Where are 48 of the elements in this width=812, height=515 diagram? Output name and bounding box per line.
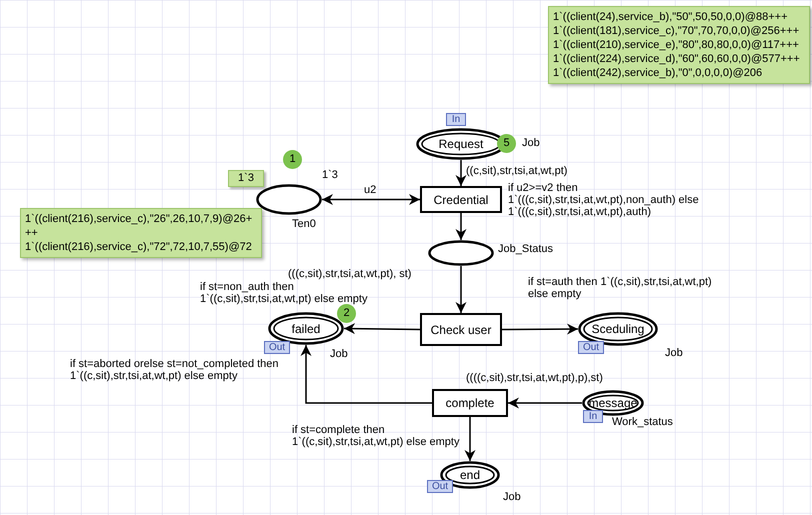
marking-box: [20, 208, 262, 258]
place-annotation: Ten0: [292, 219, 316, 230]
port-tag: In: [583, 410, 603, 423]
arc-arrow: [344, 323, 420, 334]
place-name: failed: [292, 322, 320, 334]
arc-arrow: [502, 324, 578, 335]
place-annotation: Job: [522, 138, 540, 149]
port-tag: In: [446, 113, 466, 126]
arc-arrow: [300, 345, 432, 404]
transition-box: Credential: [420, 186, 502, 213]
arc-inscription: (((c,sit),str,tsi,at,wt,pt), st): [288, 268, 412, 280]
arc-inscription: if u2>=v2 then 1`(((c,sit),str,tsi,at,wt,pt),non_auth) else 1`(((c,sit),str,tsi,at,wt,pt),auth): [508, 182, 700, 218]
arc-arrow: [456, 213, 466, 240]
arc-inscription: ((c,sit),str,tsi,at,wt,pt): [466, 165, 568, 177]
arc-inscription: u2: [364, 184, 378, 196]
marking-text: 1`((client(181),service_c),"70",70,70,0,0)@256+++: [553, 24, 800, 38]
place-annotation: Job: [503, 492, 521, 503]
arc-inscription: if st=non_auth then 1`((c,sit),str,tsi,at,wt,pt) else empty: [200, 281, 368, 305]
port-tag: Out: [578, 341, 604, 354]
arc-arrow: [464, 417, 476, 461]
marking-text: 1`((client(242),service_b),"0",0,0,0,0)@206: [553, 66, 764, 80]
arc-arrow: [508, 398, 582, 408]
transition-box: complete: [432, 389, 508, 417]
arc-inscription: ((((c,sit),str,tsi,at,wt,pt),p),st): [466, 372, 604, 384]
place-annotation: Job_Status: [498, 244, 554, 255]
port-tag: Out: [427, 480, 453, 493]
place-annotation: Job: [330, 349, 348, 360]
marking-text: 1`((client(216),service_c),"26",26,10,7,9)@26+++: [25, 212, 254, 240]
place-annotation: 1`3: [322, 170, 338, 181]
place-annotation: Work_status: [612, 417, 673, 428]
place-name: Sceduling: [592, 323, 644, 335]
arc-inscription: if st=auth then 1`((c,sit),str,tsi,at,wt,pt) else empty: [528, 276, 713, 300]
arc-arrow: [456, 266, 466, 313]
place-name: end: [460, 469, 480, 481]
port-tag: Out: [264, 341, 290, 354]
marking-text: 1`((client(224),service_d),"60",60,60,0,0)@577+++: [553, 52, 801, 66]
arc-inscription: if st=complete then 1`((c,sit),str,tsi,at,wt,pt) else empty: [292, 424, 460, 448]
place-name: Request: [438, 138, 484, 150]
marking-text: 1`((client(210),service_e),"80",80,80,0,0)@117+++: [553, 38, 800, 52]
place-annotation: Job: [665, 348, 683, 359]
marking-text: 1`((client(24),service_b),"50",50,50,0,0)@88+++: [553, 10, 789, 24]
arc-arrow: [322, 194, 420, 205]
marking-text: 1`((client(216),service_c),"72",72,10,7,55)@72: [25, 240, 253, 254]
arc-arrow: [456, 160, 466, 186]
marking-tag: 1`3: [228, 170, 264, 187]
transition-box: Check user: [420, 313, 502, 346]
arc-inscription: if st=aborted orelse st=not_completed then 1`((c,sit),str,tsi,at,wt,pt) else empty: [70, 358, 280, 382]
marking-box: [548, 6, 810, 84]
